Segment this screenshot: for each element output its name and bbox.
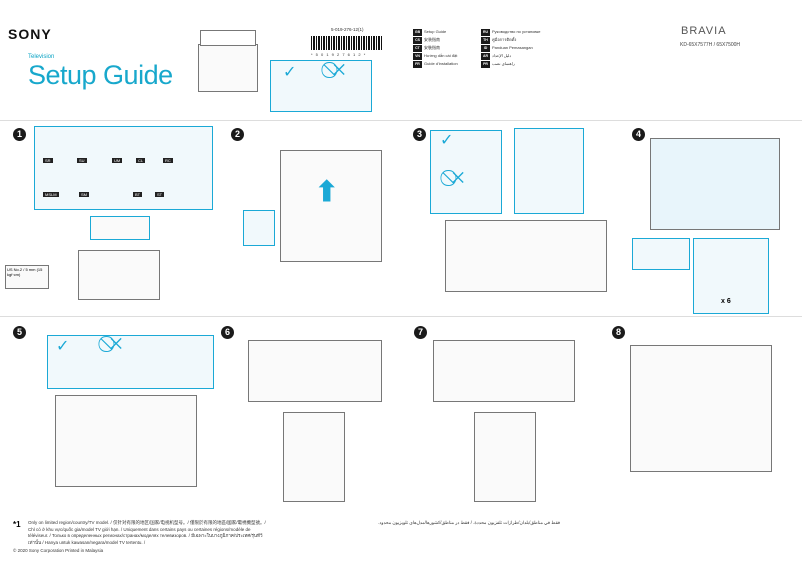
step-4-number: 4 [632, 128, 645, 141]
step-3-number: 3 [413, 128, 426, 141]
check-icon: ✓ [56, 338, 70, 355]
category-label: Television [28, 54, 55, 60]
step-2-number: 2 [231, 128, 244, 141]
step-6-number: 6 [221, 326, 234, 339]
divider [0, 120, 802, 121]
no-icon: ⃠✕ [110, 336, 123, 353]
model-numbers: KD-65X7577H / 65X7500H [680, 42, 741, 48]
clip-attach-illustration [433, 340, 575, 402]
footnote-mark: *1 [13, 520, 21, 529]
step-5-number: 5 [13, 326, 26, 339]
part-label-su: SU [77, 158, 87, 163]
step-1-number: 1 [13, 128, 26, 141]
part-number: 5-019-276-12(1) [331, 27, 364, 32]
part-label-sm: SM [79, 192, 89, 197]
cable-clip-illustration [248, 340, 382, 402]
tv-lift-illustration [280, 150, 382, 262]
no-icon: ⃠✕ [452, 170, 465, 187]
part-label-bt: BT [133, 192, 143, 197]
footnote-rtl-text: فقط في مناطق/بلدان/طرازات تلفزيون محددة.… [378, 520, 560, 525]
screw-panel [693, 238, 769, 314]
sony-logo: SONY [8, 26, 52, 42]
divider [0, 316, 802, 317]
check-icon: ✓ [283, 64, 297, 81]
box-top-illustration [90, 216, 150, 240]
footnote-text: Only on limited region/country/TV model.… [28, 520, 266, 545]
part-label-sr: SR [43, 158, 53, 163]
tv-upright-illustration [55, 395, 197, 487]
barcode-text: * 5 0 1 9 2 7 6 1 2 * [311, 52, 367, 57]
barcode [311, 36, 383, 50]
clip-detail-illustration [474, 412, 536, 502]
lift-panel [270, 60, 372, 112]
part-label-mslm: MSLM [43, 192, 59, 197]
caution-panel [632, 238, 690, 270]
parts-panel [34, 126, 213, 210]
mount-panel [514, 128, 584, 214]
stand-illustration [445, 220, 607, 292]
check-icon: ✓ [440, 132, 454, 149]
box-open-illustration [200, 30, 256, 46]
tv-place-illustration [630, 345, 772, 472]
handling-panel [47, 335, 214, 389]
attach-stand-illustration [650, 138, 780, 230]
up-arrow-icon: ⬆ [315, 176, 339, 207]
product-brand: BRAVIA [681, 25, 727, 37]
bracket-panel [430, 130, 502, 214]
step-7-number: 7 [414, 326, 427, 339]
screw-note-box: US No.2 / 5 mm (15 kgf·cm) [5, 265, 49, 289]
box-illustration [198, 44, 258, 92]
step-8-number: 8 [612, 326, 625, 339]
no-icon: ⃠✕ [333, 62, 346, 79]
part-label-rc: RC [163, 158, 173, 163]
copyright: © 2020 Sony Corporation Printed in Malay… [13, 548, 104, 553]
part-label-cl: CL [136, 158, 146, 163]
part-label-st: ST [155, 192, 165, 197]
screw-count: x 6 [721, 298, 731, 305]
clip-detail [243, 210, 275, 246]
part-label-um: UM [112, 158, 123, 163]
box-base-illustration [78, 250, 160, 300]
page-title: Setup Guide [28, 60, 173, 90]
cable-detail-illustration [283, 412, 345, 502]
